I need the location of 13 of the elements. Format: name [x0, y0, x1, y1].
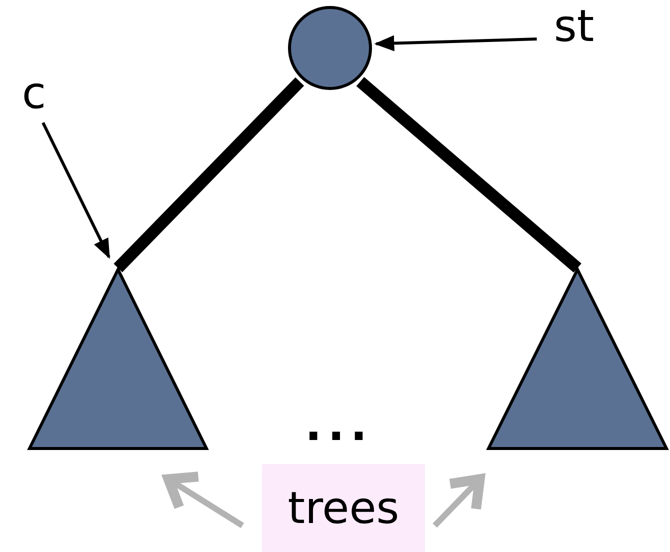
subtree-triangle — [487, 268, 668, 450]
arrow — [163, 472, 244, 528]
root-circle — [288, 6, 372, 90]
arrow — [374, 35, 537, 52]
ellipsis: ... — [305, 400, 374, 451]
arrow — [42, 122, 110, 259]
arrow — [432, 474, 485, 528]
tree-edge — [356, 77, 582, 273]
tree-edge — [114, 77, 304, 272]
node-label: c — [16, 66, 52, 120]
node-label: st — [543, 0, 605, 52]
group-label: trees — [262, 464, 425, 552]
subtree-triangle — [28, 268, 208, 450]
